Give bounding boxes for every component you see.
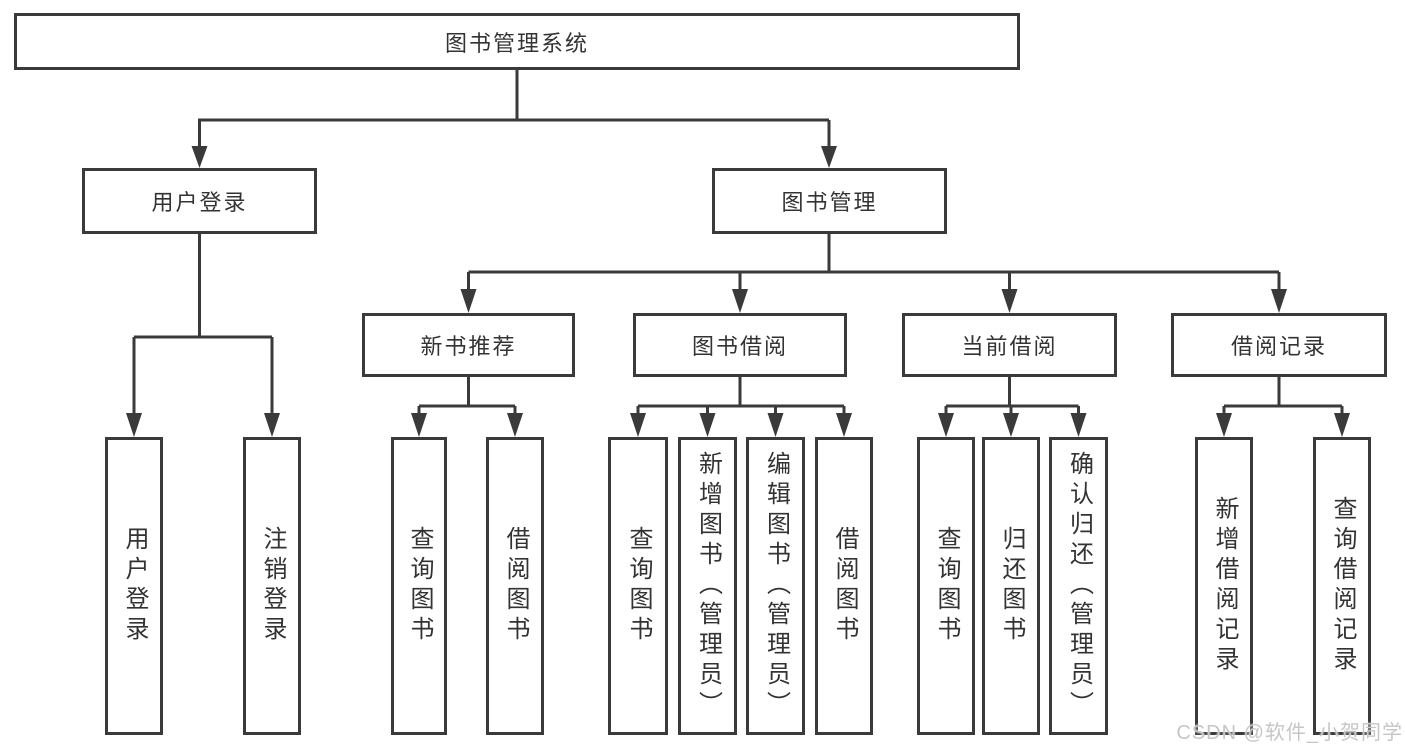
edge-root-to-level1 bbox=[198, 70, 831, 148]
leaf-current-query-books: 查询图书 bbox=[917, 437, 975, 735]
node-borrowing-records: 借阅记录 bbox=[1171, 313, 1387, 377]
leaf-query-borrow-record: 查询借阅记录 bbox=[1313, 437, 1371, 735]
arrow-down-icon bbox=[507, 413, 523, 437]
arrow-down-icon bbox=[630, 413, 646, 437]
arrow-down-icon bbox=[191, 146, 208, 168]
leaf-logout: 注销登录 bbox=[243, 437, 301, 735]
leaf-borrow-books: 借阅图书 bbox=[815, 437, 873, 735]
arrow-down-icon bbox=[264, 413, 280, 437]
node-library-management-system: 图书管理系统 bbox=[14, 13, 1020, 70]
edge-newbookrec-to-leaves bbox=[417, 377, 517, 415]
leaf-user-login: 用户登录 bbox=[105, 437, 163, 735]
leaf-add-books-admin: 新增图书（管理员） bbox=[678, 437, 737, 735]
leaf-return-books: 归还图书 bbox=[982, 437, 1040, 735]
arrow-down-icon bbox=[699, 413, 716, 437]
arrow-down-icon bbox=[821, 146, 837, 168]
node-current-borrowing: 当前借阅 bbox=[902, 313, 1117, 377]
node-new-book-recommendation: 新书推荐 bbox=[362, 313, 575, 377]
arrow-down-icon bbox=[1271, 289, 1287, 313]
arrow-down-icon bbox=[767, 413, 784, 437]
edge-userlogin-to-leaves bbox=[132, 234, 274, 415]
arrow-down-icon bbox=[938, 413, 954, 437]
node-book-borrowing: 图书借阅 bbox=[633, 313, 847, 377]
edge-bookborrow-to-leaves bbox=[636, 377, 846, 415]
arrow-down-icon bbox=[1216, 413, 1232, 437]
arrow-down-icon bbox=[126, 413, 142, 437]
arrow-down-icon bbox=[732, 289, 748, 313]
arrow-down-icon bbox=[460, 289, 477, 313]
leaf-rec-query-books: 查询图书 bbox=[391, 437, 447, 735]
csdn-watermark: CSDN @软件_小贺同学 bbox=[1176, 722, 1403, 744]
leaf-add-borrow-record: 新增借阅记录 bbox=[1195, 437, 1253, 735]
arrow-down-icon bbox=[836, 413, 852, 437]
leaf-rec-borrow-books: 借阅图书 bbox=[486, 437, 544, 735]
arrow-down-icon bbox=[1001, 289, 1018, 313]
node-user-login: 用户登录 bbox=[82, 168, 317, 234]
leaf-confirm-return-admin: 确认归还（管理员） bbox=[1049, 437, 1108, 735]
leaf-edit-books-admin: 编辑图书（管理员） bbox=[746, 437, 805, 735]
arrow-down-icon bbox=[1070, 413, 1087, 437]
arrow-down-icon bbox=[1334, 413, 1350, 437]
arrow-down-icon bbox=[411, 413, 427, 437]
leaf-borrow-query-books: 查询图书 bbox=[608, 437, 668, 735]
arrow-down-icon bbox=[1003, 413, 1019, 437]
edge-borrowrecord-to-leaves bbox=[1222, 377, 1344, 415]
edge-bookmgmt-to-level2 bbox=[467, 234, 1281, 291]
node-book-management: 图书管理 bbox=[712, 168, 947, 234]
edge-currentborrow-to-leaves bbox=[944, 377, 1080, 415]
arrowheads bbox=[126, 146, 1350, 437]
